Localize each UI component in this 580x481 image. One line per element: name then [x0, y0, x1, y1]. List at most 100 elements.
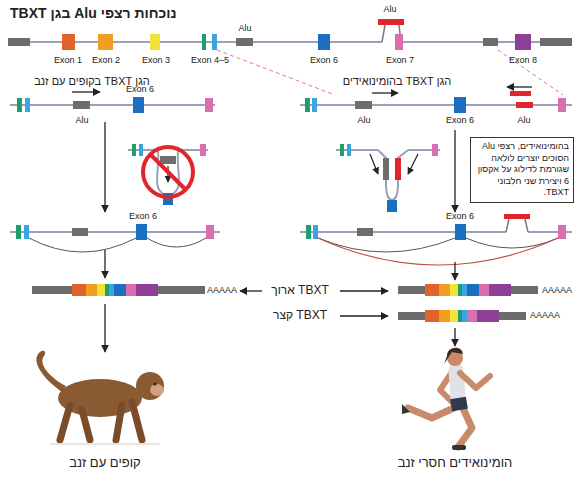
mrna-exon	[439, 310, 450, 322]
mrna-exon	[458, 310, 462, 322]
splice-arc	[318, 238, 455, 252]
alu-block	[355, 101, 372, 109]
polya-label: AAAAA	[530, 311, 560, 321]
product-arrow	[340, 315, 388, 316]
splice-arc	[29, 238, 136, 252]
exon-block	[17, 98, 22, 112]
alu-block	[236, 38, 253, 46]
exon-block	[432, 144, 438, 156]
mrna-exon	[86, 284, 97, 296]
exon-block	[206, 225, 214, 239]
alu-label: Alu	[357, 116, 370, 126]
exon-block	[305, 98, 310, 112]
prohibited-sign	[143, 147, 193, 197]
organism-label: הומינואידים חסרי זנב	[398, 456, 513, 470]
gene-line	[300, 231, 572, 233]
runner-illustration	[402, 348, 490, 450]
mrna-exon	[105, 284, 109, 296]
runner-arm	[460, 373, 490, 388]
mrna-exon	[425, 284, 439, 296]
exon-block	[212, 34, 217, 50]
monkey-legs	[60, 402, 142, 440]
exon-label: Exon 6	[446, 212, 474, 222]
utr-block	[540, 38, 572, 46]
direction-arrow	[72, 91, 100, 92]
alu-label: Alu	[383, 5, 396, 15]
exon-block	[387, 200, 397, 212]
exon-block	[62, 34, 75, 50]
mrna-exon	[126, 284, 136, 296]
polya-label: AAAAA	[207, 286, 237, 296]
mrna-exon	[439, 284, 450, 296]
flow-arrow	[454, 130, 455, 212]
small-arrow	[370, 154, 378, 174]
organism-label: קופים עם זנב	[69, 456, 141, 470]
panel-heading: הגן TBXT בהומינואידים	[343, 75, 452, 87]
exon-block	[25, 98, 30, 112]
flow-arrow	[454, 262, 455, 280]
direction-arrow	[372, 92, 398, 93]
mrna-exon	[462, 310, 467, 322]
runner-shoe	[402, 404, 410, 414]
prohibited-slash	[150, 154, 186, 190]
gene-line	[336, 149, 440, 151]
monkey-illustration	[36, 351, 164, 444]
alu-block	[357, 228, 373, 236]
callout-box: בהומינואידים, רצפי Alu הסוכים יוצרים לול…	[470, 137, 574, 203]
zoom-line	[498, 50, 563, 95]
runner-hair	[444, 348, 463, 364]
product-arrow	[240, 290, 262, 291]
monkey-eye	[154, 383, 157, 386]
ground	[50, 443, 160, 445]
alu-label: Alu	[75, 116, 88, 126]
mrna-exon	[72, 284, 86, 296]
polya-label: AAAAA	[542, 286, 572, 296]
insertion-line	[506, 219, 528, 232]
exon-block	[132, 144, 136, 156]
small-arrow	[408, 154, 418, 174]
splice-arc	[466, 238, 558, 248]
product-arrow	[340, 290, 388, 291]
gap	[506, 229, 528, 235]
exon-block	[454, 97, 466, 113]
alu-block	[395, 158, 401, 180]
exon-label: Exon 6	[129, 212, 157, 222]
callout-text: בהומינואידים, רצפי Alu הסוכים יוצרים לול…	[475, 141, 569, 199]
mrna-exon	[479, 284, 489, 296]
alu-block	[516, 102, 533, 108]
mrna-exon	[462, 284, 467, 296]
alu-block	[73, 101, 90, 109]
utr-block	[398, 312, 425, 320]
exon-block	[202, 34, 206, 50]
exon-label: Exon 4–5	[191, 56, 229, 66]
flow-arrow	[104, 304, 105, 352]
runner-leg	[458, 406, 472, 447]
mrna-exon	[467, 310, 477, 322]
splice-arc	[147, 238, 206, 247]
exon-label: Exon 7	[386, 56, 414, 66]
mrna-exon	[477, 310, 499, 322]
loop-line	[378, 150, 408, 200]
mrna-exon	[450, 284, 458, 296]
exon-block	[313, 225, 318, 239]
mrna-exon	[458, 284, 462, 296]
alu-block	[383, 158, 389, 180]
exon-block	[139, 144, 143, 156]
mrna-exon	[136, 284, 158, 296]
protein-label: TBXT קצר	[273, 309, 327, 322]
monkey-face	[150, 384, 164, 396]
exon-block	[133, 97, 144, 113]
exon-label: Exon 8	[509, 56, 537, 66]
utr-block	[511, 286, 538, 294]
mrna-exon	[109, 284, 114, 296]
exon-block	[395, 34, 403, 50]
exon-block	[515, 34, 531, 50]
exon-label: Exon 6	[126, 85, 154, 95]
utr-block	[158, 286, 205, 294]
utr-block	[8, 38, 30, 46]
exon-label: Exon 6	[446, 116, 474, 126]
exon-block	[205, 98, 213, 112]
